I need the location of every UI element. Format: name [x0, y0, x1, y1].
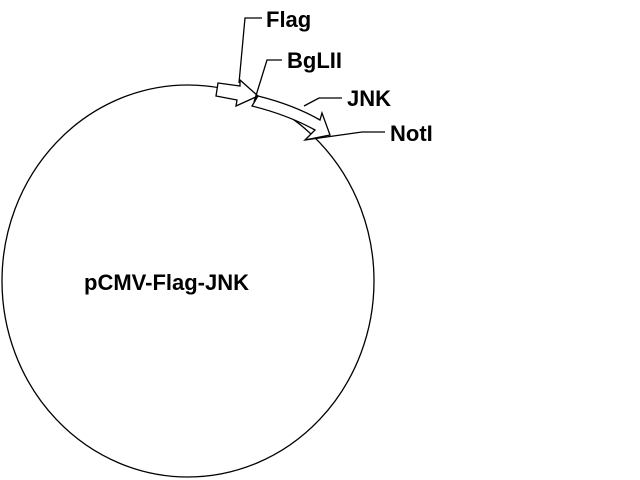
- bglii-label: BgLII: [287, 48, 342, 73]
- plasmid-name: pCMV-Flag-JNK: [84, 270, 249, 295]
- bglii-leader-line: [253, 59, 282, 103]
- flag-insert-arrow: [215, 78, 260, 108]
- plasmid-backbone: [1, 84, 375, 478]
- jnk-label: JNK: [347, 86, 391, 111]
- noti-label: NotI: [390, 121, 433, 146]
- jnk-insert-arrow: [250, 95, 331, 142]
- flag-leader-line: [238, 17, 262, 84]
- jnk-leader-line: [303, 97, 342, 107]
- noti-leader-line: [304, 131, 385, 141]
- flag-label: Flag: [266, 7, 311, 32]
